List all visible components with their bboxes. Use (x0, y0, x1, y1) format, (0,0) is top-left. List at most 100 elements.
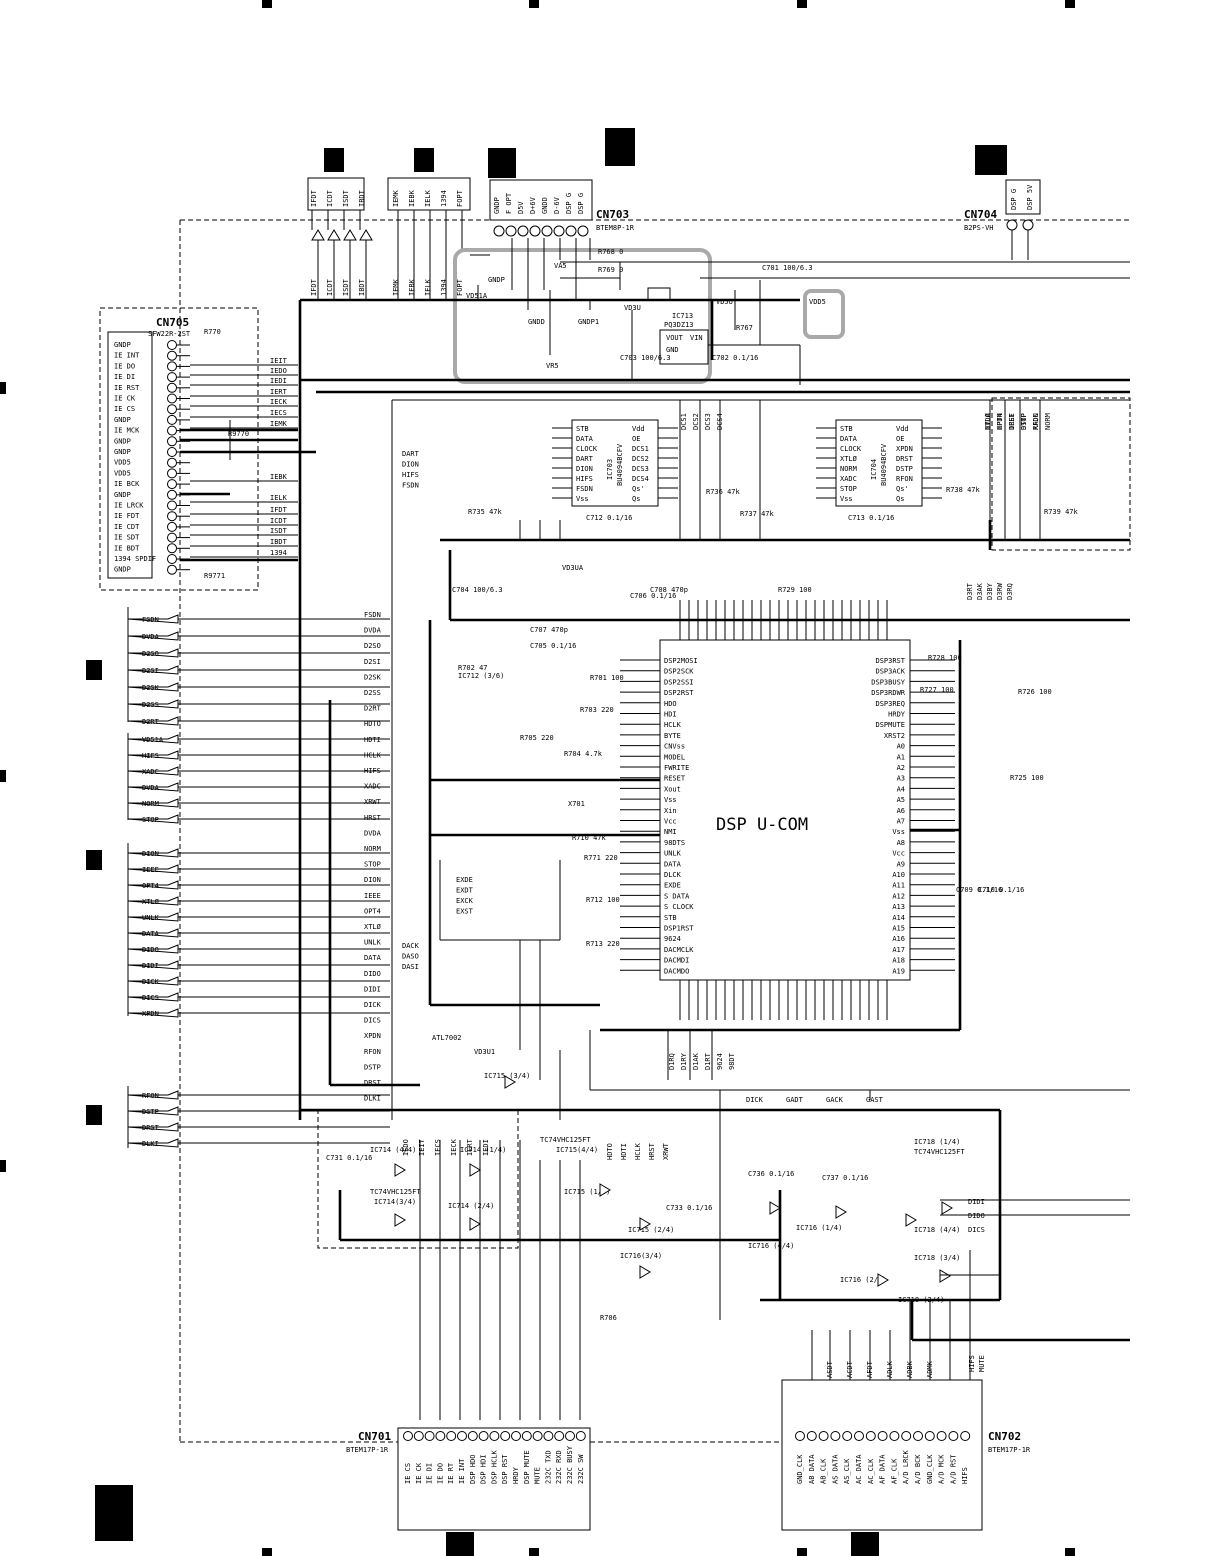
cn703-pin (577, 225, 589, 237)
component-designator: R770 (204, 328, 221, 336)
component-designator: R703 220 (580, 706, 614, 714)
component-designator: C708 470p (650, 586, 688, 594)
cn701-pin-label: IE CS (404, 1463, 412, 1484)
buffer-triangle (504, 1075, 516, 1089)
bus-net-label: DION (364, 876, 381, 884)
port-arrow (127, 1106, 179, 1116)
port-label: DICK (142, 978, 160, 986)
component-designator: C710 0.1/16 (978, 886, 1024, 894)
cn705-pin-label: IE CDT (114, 523, 140, 531)
cn702-pin (924, 1431, 935, 1441)
cn703-pin-label: D-6V (553, 196, 561, 214)
component-designator: R736 47k (706, 488, 741, 496)
ic703-left-pin: STB (576, 425, 589, 433)
mid-net-label: HIFS (968, 1355, 976, 1372)
cn705-pin-label: GNDP (114, 448, 131, 456)
power-label: VD51A (466, 292, 488, 300)
ic703-left-pin: DART (576, 455, 594, 463)
cn705-net-label: IFDT (270, 506, 288, 514)
dsp-left-pin: DSP2RST (664, 689, 694, 697)
port-arrow (127, 782, 179, 792)
cn705-pin (167, 382, 177, 393)
bus-net-label: HDTO (364, 720, 381, 728)
cn702-pin (901, 1431, 912, 1441)
ic703-right-pin: DCS1 (632, 445, 649, 453)
bus-net-label: D2SO (364, 642, 381, 650)
cn701-pin-label: IE CK (415, 1462, 423, 1484)
cn705-pin-label: VDD5 (114, 469, 131, 477)
cn701-part: BTEM17P-1R (346, 1446, 389, 1454)
dsp-left-pin: S CLOCK (664, 903, 694, 911)
ic703-left-pin: HIFS (576, 475, 593, 483)
cn705-title: CN705 (156, 316, 189, 329)
bus-net-label: DIDI (364, 985, 381, 993)
dsp-right-pin: A17 (892, 946, 905, 954)
mid-net-label: IEDI (482, 1139, 490, 1156)
cn701-pin (565, 1431, 575, 1441)
dsp-right-pin: A2 (897, 764, 905, 772)
component-designator: R767 (736, 324, 753, 332)
component-designator: C701 100/6.3 (762, 264, 813, 272)
cn702-pin-label: AF DATA (879, 1454, 887, 1484)
cn705-pin (167, 532, 177, 543)
cn705-pin-label: IE SDT (114, 534, 140, 542)
bus-net-label: DATA (364, 954, 382, 962)
cn703-pin-label: GNDD (541, 197, 549, 214)
cn705-net-label: 1394 (270, 549, 287, 557)
cn705-pin-label: IE LRCK (114, 502, 144, 510)
power-label: VD3UA (562, 564, 584, 572)
port-arrow (127, 682, 179, 692)
cn702-pin-label: A/D LRCK (902, 1449, 910, 1484)
buffer-triangle (835, 1205, 847, 1219)
cn701-pin (532, 1431, 543, 1441)
component-designator: C709 0.1/16 (956, 886, 1002, 894)
cn701-pin (446, 1431, 457, 1441)
cn705-pin (167, 489, 177, 500)
cn701-pin-label: 232C BUSY (566, 1445, 574, 1484)
bus-net-label: OPT4 (364, 907, 381, 915)
buffer-label: IC714 (1/4) (460, 1146, 506, 1154)
component-designator: R706 (600, 1314, 617, 1322)
cn701-pin-label: 232C SW (577, 1454, 585, 1484)
board-outline (179, 219, 1130, 1443)
mid-net-label: D1RT (704, 1052, 712, 1070)
cn701-pin-label: HRDY (512, 1466, 520, 1484)
cn701-pin-label: IE DI (426, 1463, 434, 1484)
ic703-left-pin: DATA (576, 435, 594, 443)
port-arrow (127, 1138, 179, 1148)
cn705-pin (167, 404, 177, 415)
top-signal-label: IEMK (392, 189, 400, 207)
cn701-pin (500, 1431, 511, 1441)
cn701-pin (554, 1431, 565, 1441)
bus-net-label: DIDO (364, 970, 381, 978)
mid-net-label: EXST (456, 908, 474, 916)
bus-net-label: HIFS (364, 767, 381, 775)
port-label: IEEE (142, 866, 159, 874)
cn702-pin (960, 1431, 971, 1441)
cn701-pin-label: IE INT (458, 1458, 466, 1484)
cn702-pin-label: AB_CLK (820, 1458, 828, 1484)
port-label: DATA (142, 930, 160, 938)
dsp-right-pin: A5 (897, 796, 905, 804)
mid-net-label: DCS2 (692, 413, 700, 430)
cn705-pin (167, 393, 177, 404)
buffer-triangle (939, 1269, 951, 1283)
ic703-left-pin: CLOCK (576, 445, 598, 453)
dsp-right-pin: A7 (897, 818, 905, 826)
cn701-pin (457, 1431, 467, 1441)
buffer-label: IC716(3/4) (620, 1252, 662, 1260)
ic713-pin-vout: VOUT (666, 334, 684, 342)
port-arrow (127, 734, 179, 744)
cn705-pin (167, 425, 177, 436)
dsp-right-pin: DSP3RST (875, 657, 905, 665)
cn702-pin (818, 1431, 829, 1441)
top-signal-group: IFDTIFDTICDTICDTISDTISDTIBDTIBDTIEMKIEMK… (307, 177, 593, 300)
component-designator: C704 100/6.3 (452, 586, 503, 594)
top-signal-net-label: ICDT (326, 278, 334, 296)
dsp-right-pin: A9 (897, 860, 905, 868)
port-label: D2SI (142, 667, 159, 675)
top-signal-net-label: IELK (424, 278, 432, 296)
dsp-ucom: DSP U-COM DSP2MOSIDSP2SCKDSP2SSIDSP2RSTH… (428, 600, 962, 1032)
buffer-label: IC715(4/4) (556, 1146, 598, 1154)
